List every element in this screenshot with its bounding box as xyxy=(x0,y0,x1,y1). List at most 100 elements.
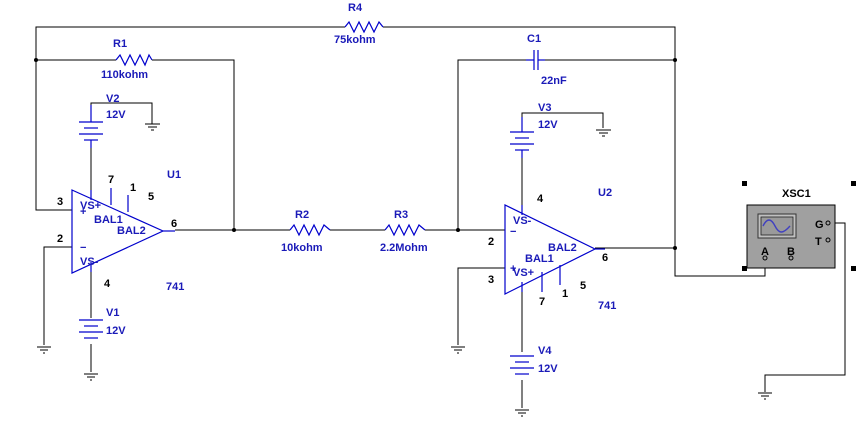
junction xyxy=(673,246,677,250)
supply-wire xyxy=(90,102,153,190)
sine-wave-icon xyxy=(762,219,791,233)
u2-plus-sign: + xyxy=(510,263,516,275)
resistor-r4[interactable]: R4 75kohm xyxy=(334,2,384,46)
c1-name: C1 xyxy=(527,33,541,45)
v3-name: V3 xyxy=(538,102,551,114)
r4-value: 75kohm xyxy=(334,34,376,46)
r1-name: R1 xyxy=(113,38,127,50)
resistor-zigzag xyxy=(115,53,153,67)
selection-handle[interactable] xyxy=(851,181,856,186)
junction xyxy=(34,58,38,62)
resistor-r3[interactable]: R3 2.2Mohm xyxy=(380,209,428,254)
u1-pin6: 6 xyxy=(171,218,177,230)
r3-name: R3 xyxy=(394,209,408,221)
terminal-b[interactable] xyxy=(788,255,794,261)
scope-channel-a: A xyxy=(761,246,769,258)
v2-name: V2 xyxy=(106,93,119,105)
r2-name: R2 xyxy=(295,209,309,221)
ground-symbol xyxy=(37,346,51,354)
r2-value: 10kohm xyxy=(281,242,323,254)
source-v3[interactable]: V3 12V xyxy=(510,102,611,205)
ground-symbol xyxy=(515,409,529,417)
terminal-g[interactable] xyxy=(825,220,831,226)
u1-pin1: 1 xyxy=(130,182,136,194)
u2-pin3: 3 xyxy=(488,274,494,286)
ground-symbol xyxy=(596,129,611,137)
terminal-t[interactable] xyxy=(825,237,831,243)
oscilloscope-xsc1[interactable]: XSC1 A B G T xyxy=(742,181,856,400)
u2-pin5: 5 xyxy=(580,280,586,292)
wire-u1-inminus xyxy=(43,246,72,345)
u2-pin6: 6 xyxy=(602,252,608,264)
supply-wire xyxy=(521,112,604,205)
r1-value: 110kohm xyxy=(101,69,148,81)
selection-handle[interactable] xyxy=(742,266,747,271)
u1-pin5: 5 xyxy=(148,191,154,203)
c1-value: 22nF xyxy=(541,75,567,87)
wires xyxy=(35,26,846,392)
scope-name: XSC1 xyxy=(782,188,811,200)
opamp-u2[interactable]: − + VS- VS+ BAL2 BAL1 2 3 4 7 1 5 6 U2 7… xyxy=(488,187,616,312)
u2-minus-sign: − xyxy=(510,226,516,238)
wire-u2-out xyxy=(595,247,766,277)
scope-t-terminal: T xyxy=(815,236,822,248)
u1-plus-sign: + xyxy=(80,206,86,218)
junction xyxy=(456,228,460,232)
source-v1[interactable]: V1 12V xyxy=(79,272,126,381)
wire-u1-inplus xyxy=(35,60,72,211)
u1-pin2: 2 xyxy=(57,233,63,245)
wire-c1-loop xyxy=(457,59,676,248)
source-v2[interactable]: V2 12V xyxy=(79,93,160,190)
resistor-r2[interactable]: R2 10kohm xyxy=(281,209,331,254)
wire-u2-inminus xyxy=(457,267,505,345)
opamp-u1[interactable]: + − VS+ VS- BAL1 BAL2 3 2 7 1 5 6 4 U1 7… xyxy=(57,169,184,293)
scope-g-terminal: G xyxy=(815,219,824,231)
junction xyxy=(232,228,236,232)
u2-vs-plus: VS+ xyxy=(513,267,534,279)
terminal-a[interactable] xyxy=(762,255,768,261)
u1-pin7: 7 xyxy=(108,174,114,186)
selection-handle[interactable] xyxy=(742,181,747,186)
ground-symbol xyxy=(758,392,772,400)
u1-bal1: BAL1 xyxy=(94,214,123,226)
source-v4[interactable]: V4 12V xyxy=(510,292,558,417)
u1-pin4: 4 xyxy=(104,278,111,290)
u1-name: U1 xyxy=(167,169,181,181)
wire-scope-ground xyxy=(764,222,846,392)
capacitor-c1[interactable]: C1 22nF xyxy=(526,33,567,87)
u2-bal1: BAL1 xyxy=(525,253,554,265)
u2-pin7: 7 xyxy=(539,296,545,308)
u2-model: 741 xyxy=(598,300,616,312)
scope-channel-b: B xyxy=(787,246,795,258)
u2-name: U2 xyxy=(598,187,612,199)
u2-bal2: BAL2 xyxy=(548,242,577,254)
resistor-r1[interactable]: R1 110kohm xyxy=(101,38,153,81)
u2-pin1: 1 xyxy=(562,288,568,300)
u1-vs-plus: VS+ xyxy=(80,200,101,212)
r3-value: 2.2Mohm xyxy=(380,242,428,254)
u1-vs-minus: VS- xyxy=(80,256,99,268)
resistor-zigzag xyxy=(344,20,384,34)
u2-pin4: 4 xyxy=(537,193,544,205)
ground-symbol xyxy=(145,123,160,131)
opamp-triangle xyxy=(71,189,165,274)
ground-symbol xyxy=(451,346,465,354)
v2-value: 12V xyxy=(106,109,126,121)
resistor-zigzag xyxy=(289,223,331,237)
v4-name: V4 xyxy=(538,345,552,357)
v1-name: V1 xyxy=(106,307,119,319)
junction xyxy=(673,58,677,62)
wire-top-feedback xyxy=(35,26,676,60)
ground-symbol xyxy=(84,373,98,381)
selection-handle[interactable] xyxy=(851,266,856,271)
u1-bal2: BAL2 xyxy=(117,225,146,237)
u1-pin3: 3 xyxy=(57,196,63,208)
v1-value: 12V xyxy=(106,325,126,337)
junctions xyxy=(34,58,677,250)
wire-r1-loop xyxy=(36,59,235,230)
u1-model: 741 xyxy=(166,281,184,293)
opamp-triangle xyxy=(504,204,597,295)
u1-minus-sign: − xyxy=(80,242,86,254)
u2-vs-minus: VS- xyxy=(513,215,532,227)
